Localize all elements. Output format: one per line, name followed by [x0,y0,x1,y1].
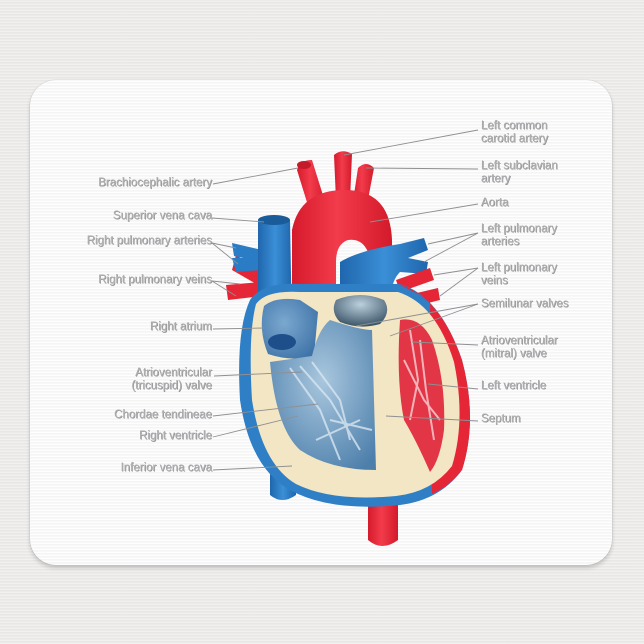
label-line: Left common [481,120,548,132]
label-mitral-valve: Atrioventricular (mitral) valve [481,335,558,360]
label-line: (tricuspid) valve [131,379,212,392]
right-atrium-chamber [261,298,318,359]
label-line: arteries [481,235,520,248]
left-atrium-chamber [333,295,388,327]
label-left-subclavian-artery: Left subclavian artery [481,160,558,185]
label-line: artery [481,172,511,185]
label-line: Left subclavian [481,160,558,172]
label-line: Atrioventricular [135,367,212,379]
label-line: Atrioventricular [481,335,558,347]
label-inferior-vena-cava: Inferior vena cava [120,462,212,474]
label-line: carotid artery [481,132,549,145]
label-left-common-carotid-artery: Left common carotid artery [481,120,548,145]
label-chordae-tendineae: Chordae tendineae [114,409,212,421]
label-right-pulmonary-arteries: Right pulmonary arteries [86,235,212,247]
left-chordae [403,329,441,441]
descending-aorta [368,500,398,546]
label-line: (mitral) valve [481,347,547,360]
chordae-tendineae [289,361,373,461]
label-right-pulmonary-veins: Right pulmonary veins [98,274,212,286]
label-right-atrium: Right atrium [150,321,212,333]
svc-opening [258,215,290,225]
label-superior-vena-cava: Superior vena cava [112,210,212,222]
label-brachiocephalic-artery: Brachiocephalic artery [98,177,212,189]
leader-lines [211,129,479,471]
label-septum: Septum [481,413,521,425]
label-aorta: Aorta [481,197,509,209]
label-left-pulmonary-veins: Left pulmonary veins [481,262,557,287]
label-line: Left pulmonary [481,262,558,274]
label-right-ventricle: Right ventricle [139,430,212,442]
right-atrium-opening [268,334,296,350]
label-tricuspid-valve: Atrioventricular (tricuspid) valve [131,367,212,392]
label-line: Left pulmonary [481,223,558,235]
right-pulmonary-arteries [232,243,262,272]
label-line: veins [481,274,508,287]
label-left-pulmonary-arteries: Left pulmonary arteries [481,223,557,248]
label-semilunar-valves: Semilunar valves [481,298,569,310]
label-left-ventricle: Left ventricle [481,380,547,392]
